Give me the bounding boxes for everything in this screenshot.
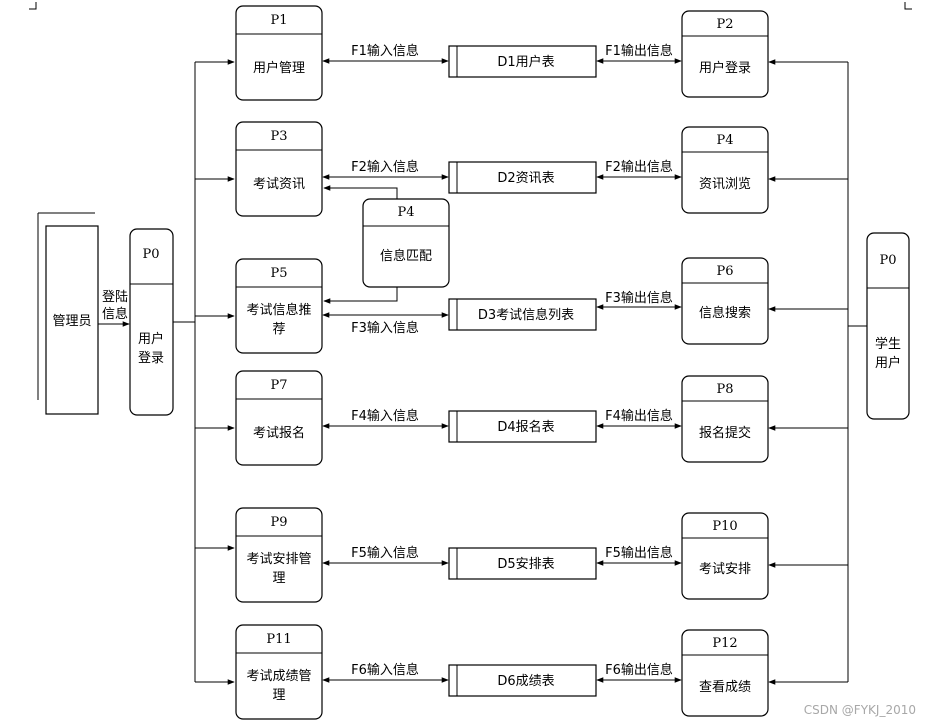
process-p4-match: P4 信息匹配 xyxy=(323,185,450,304)
process-id: P0 xyxy=(142,247,159,262)
process-p5: P5 考试信息推 荐 xyxy=(235,258,323,354)
process-id: P8 xyxy=(716,382,733,397)
admin-entity: 管理员 xyxy=(37,212,99,415)
process-label-2: 登录 xyxy=(138,351,164,366)
flow-label: F2输入信息 xyxy=(351,159,419,175)
process-label: 考试资讯 xyxy=(253,177,305,192)
bus-arrows-left xyxy=(195,59,235,685)
process-p8: P8 报名提交 xyxy=(681,375,769,463)
process-p3: P3 考试资讯 xyxy=(235,121,323,217)
process-label-2: 理 xyxy=(272,688,285,703)
flow-label: F2输出信息 xyxy=(605,159,673,175)
process-id: P7 xyxy=(270,378,287,393)
process-label: 信息匹配 xyxy=(380,248,432,264)
process-id: P5 xyxy=(270,266,287,281)
process-label: 用户管理 xyxy=(253,60,305,76)
process-label-1: 考试信息推 xyxy=(246,302,311,318)
process-id: P3 xyxy=(270,129,287,144)
process-label-2: 理 xyxy=(272,571,285,586)
process-id: P2 xyxy=(716,17,733,32)
flow-label: F4输入信息 xyxy=(351,408,419,424)
process-p2: P2 用户登录 xyxy=(681,10,769,98)
data-store-d1: D1用户表 xyxy=(448,45,597,78)
process-p4-browse: P4 资讯浏览 xyxy=(681,126,769,214)
process-id: P1 xyxy=(270,13,287,28)
flow-label: F3输入信息 xyxy=(351,320,419,336)
process-label-1: 用户 xyxy=(138,331,164,347)
process-label-2: 用户 xyxy=(875,355,901,371)
store-label: D6成绩表 xyxy=(497,674,554,689)
process-id: P4 xyxy=(716,133,733,148)
process-id: P6 xyxy=(716,264,733,279)
data-store-d3: D3考试信息列表 xyxy=(448,298,597,331)
flow-label: F1输入信息 xyxy=(351,43,419,59)
flow-label: F4输出信息 xyxy=(605,408,673,424)
store-label: D3考试信息列表 xyxy=(478,307,574,323)
flow-label: F1输出信息 xyxy=(605,43,673,59)
process-p6: P6 信息搜索 xyxy=(681,257,769,345)
process-p11: P11 考试成绩管 理 xyxy=(235,624,323,720)
process-label-1: 考试成绩管 xyxy=(246,669,311,684)
output-flows: F1输出信息 F2输出信息 F3输出信息 F4输出信息 F5输出信息 F6输出信… xyxy=(596,43,682,683)
store-label: D4报名表 xyxy=(497,419,554,435)
process-label: 信息搜索 xyxy=(699,305,751,321)
process-p9: P9 考试安排管 理 xyxy=(235,507,323,603)
process-id: P9 xyxy=(270,515,287,530)
data-store-d5: D5安排表 xyxy=(448,547,597,580)
process-id: P4 xyxy=(397,205,414,220)
flow-label: F5输入信息 xyxy=(351,545,419,561)
process-p7: P7 考试报名 xyxy=(235,370,323,466)
watermark: CSDN @FYKJ_2010 xyxy=(804,703,916,717)
process-label: 用户登录 xyxy=(699,60,751,76)
store-label: D2资讯表 xyxy=(497,171,554,186)
process-label: 报名提交 xyxy=(699,425,751,441)
process-label-2: 荐 xyxy=(272,322,285,337)
data-store-d4: D4报名表 xyxy=(448,410,597,443)
flow-label: F6输入信息 xyxy=(351,662,419,678)
process-p0-student: P0 学生 用户 xyxy=(866,232,910,420)
process-label: 查看成绩 xyxy=(699,679,751,695)
login-info-label-1: 登陆 xyxy=(102,289,128,305)
data-store-d6: D6成绩表 xyxy=(448,664,597,697)
flow-label: F3输出信息 xyxy=(605,290,673,306)
flow-label: F6输出信息 xyxy=(605,662,673,678)
process-p1: P1 用户管理 xyxy=(235,5,323,101)
process-id: P11 xyxy=(266,632,291,647)
data-store-d2: D2资讯表 xyxy=(448,161,597,194)
store-label: D1用户表 xyxy=(497,54,554,70)
process-p10: P10 考试安排 xyxy=(681,512,769,600)
process-label: 考试安排 xyxy=(699,562,751,577)
process-id: P0 xyxy=(879,253,896,268)
process-p12: P12 查看成绩 xyxy=(681,629,769,717)
process-label: 考试报名 xyxy=(253,425,305,441)
login-info-label-2: 信息 xyxy=(102,306,128,322)
process-label: 资讯浏览 xyxy=(699,176,751,192)
input-flows: F1输入信息 F2输入信息 F3输入信息 F4输入信息 F5输入信息 F6输入信… xyxy=(322,43,449,683)
process-p0-admin-login: P0 用户 登录 xyxy=(129,228,174,416)
flow-label: F5输出信息 xyxy=(605,545,673,561)
process-id: P12 xyxy=(712,636,737,651)
process-id: P10 xyxy=(712,519,737,534)
store-label: D5安排表 xyxy=(497,557,554,572)
process-label-1: 学生 xyxy=(875,336,901,352)
process-label-1: 考试安排管 xyxy=(246,552,311,567)
admin-label: 管理员 xyxy=(52,314,91,329)
bus-arrows-right xyxy=(768,59,848,685)
